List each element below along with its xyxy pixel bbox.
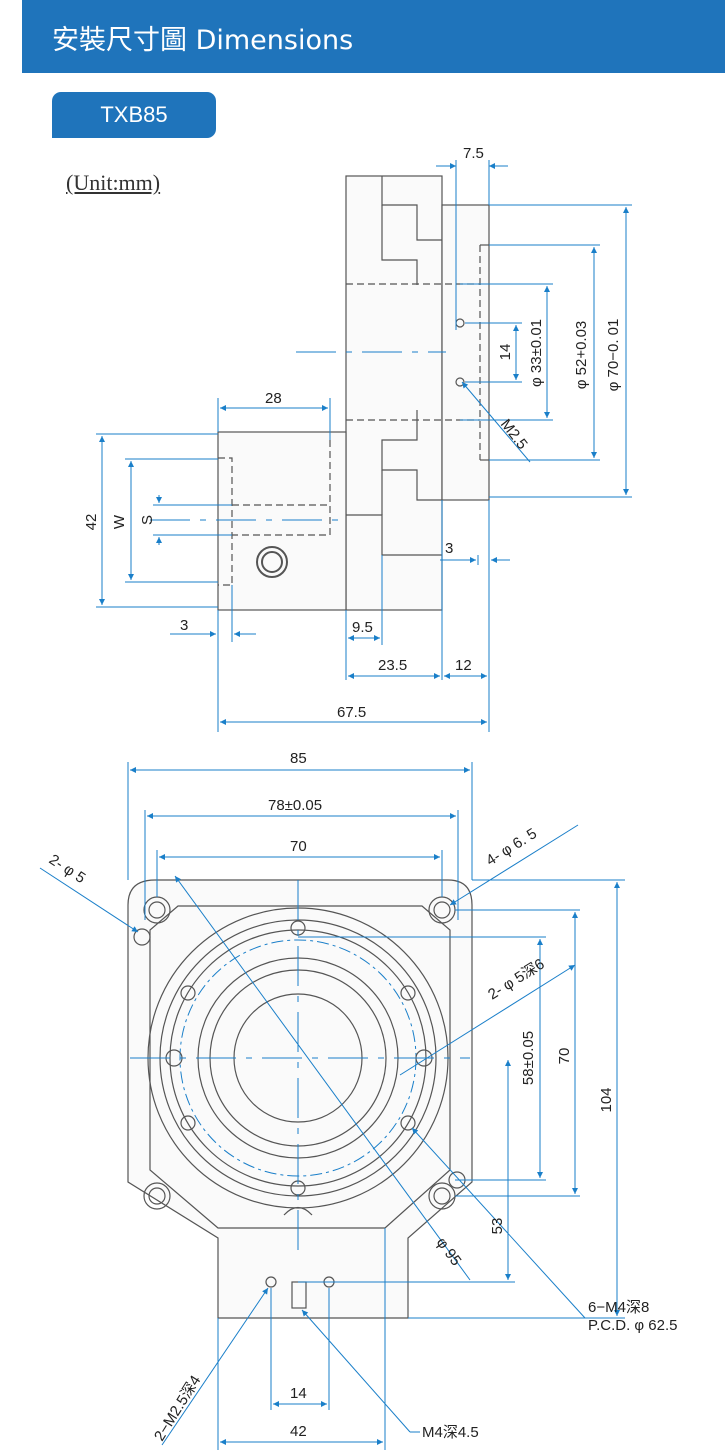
dim-58: 58±0.05 <box>520 1031 537 1085</box>
dim-28: 28 <box>265 390 282 407</box>
dim-12: 12 <box>455 657 472 674</box>
side-dimension-lines <box>96 160 632 732</box>
dim-m4-deep: M4深4.5 <box>422 1424 479 1441</box>
dim-phi33: φ 33±0.01 <box>528 319 545 387</box>
model-name: TXB85 <box>100 102 168 127</box>
dim-9-5: 9.5 <box>352 619 373 636</box>
page-title: 安裝尺寸圖 Dimensions <box>52 25 354 56</box>
dim-53: 53 <box>489 1218 506 1235</box>
dim-3-right: 3 <box>445 540 453 557</box>
dim-phi95: φ 95 <box>433 1234 465 1269</box>
dim-w: W <box>111 514 128 529</box>
side-body-outline <box>345 175 443 611</box>
corner-hole-bl <box>143 1182 171 1210</box>
dim-70-top: 70 <box>290 838 307 855</box>
dim-phi52: φ 52+0.03 <box>573 321 590 390</box>
dim-42-side: 42 <box>83 514 100 531</box>
dim-s: S <box>139 515 156 525</box>
dim-2phi5-deep6: 2- φ 5深6 <box>485 956 548 1004</box>
unit-label: (Unit:mm) <box>66 170 161 195</box>
dim-23-5: 23.5 <box>378 657 407 674</box>
front-outline <box>127 879 473 1319</box>
pin-hole-left <box>133 928 151 946</box>
side-step-top <box>381 176 442 241</box>
dim-78: 78±0.05 <box>268 797 322 814</box>
dim-14-side: 14 <box>497 344 514 361</box>
side-flange <box>441 204 490 501</box>
front-view <box>127 879 473 1319</box>
dim-m25: M2.5 <box>497 416 531 453</box>
dim-104: 104 <box>598 1087 615 1112</box>
dim-3-left: 3 <box>180 617 188 634</box>
dim-67-5: 67.5 <box>337 704 366 721</box>
dim-42-bottom: 42 <box>290 1423 307 1440</box>
dim-7-5: 7.5 <box>463 145 484 162</box>
dim-4phi65: 4- φ 6. 5 <box>483 825 540 869</box>
dim-85: 85 <box>290 750 307 767</box>
dim-14-bottom: 14 <box>290 1385 307 1402</box>
dim-pcd: P.C.D. φ 62.5 <box>588 1317 678 1334</box>
header-bar: 安裝尺寸圖 Dimensions <box>22 0 725 73</box>
set-screw <box>256 546 288 578</box>
model-badge: TXB85 <box>52 92 216 138</box>
side-view <box>150 175 490 611</box>
dim-6m4: 6−M4深8 <box>588 1299 649 1316</box>
dim-70-right: 70 <box>556 1048 573 1065</box>
front-dimension-lines <box>39 762 625 1450</box>
dim-phi70: φ 70−0. 01 <box>605 319 622 392</box>
side-adapter <box>217 431 347 611</box>
dim-2phi5: 2- φ 5 <box>46 851 89 887</box>
dim-2m25-deep: 2−M2.5深4 <box>151 1373 205 1445</box>
